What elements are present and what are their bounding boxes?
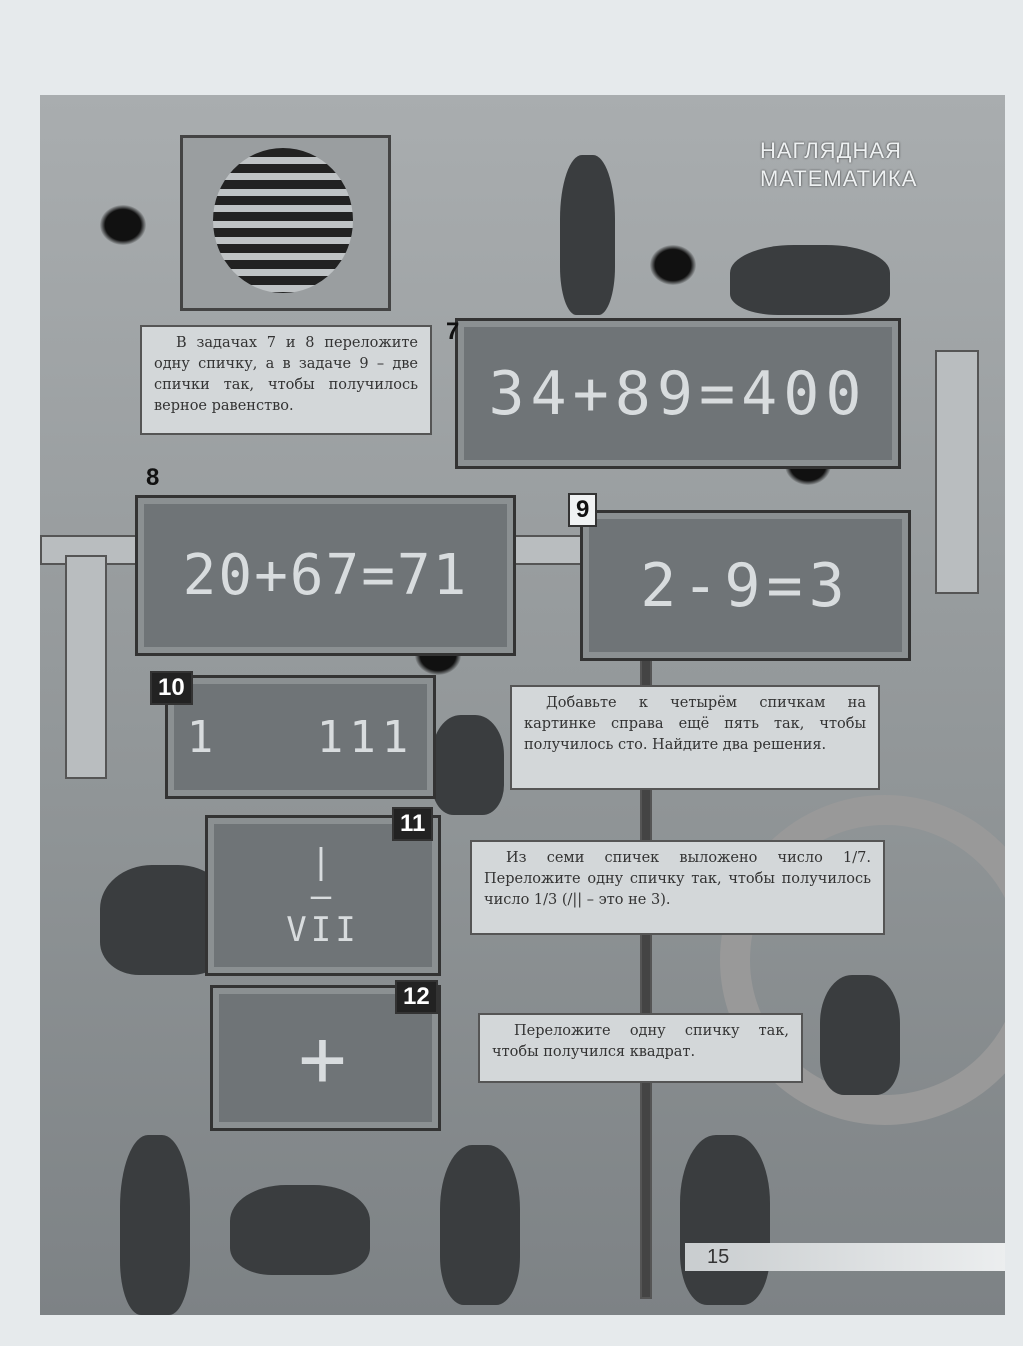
match-expression: +	[298, 1011, 353, 1105]
book-page: НАГЛЯДНАЯ МАТЕМАТИКА В задачах 7 и 8 пер…	[40, 95, 1005, 1315]
soot-creature	[650, 245, 696, 285]
match-expression: 1 111	[186, 711, 415, 763]
gnome-illustration	[440, 1145, 520, 1305]
puzzle-11-note: Из семи спичек выложено число 1/7. Перел…	[470, 840, 885, 935]
puzzle-12-panel: +	[210, 985, 441, 1131]
puzzle-7-panel: 34+89=400	[455, 318, 901, 469]
gnome-illustration	[680, 1135, 770, 1305]
soot-creature	[100, 205, 146, 245]
page-number: 15	[685, 1243, 1005, 1271]
puzzle-9-panel: 2-9=3	[580, 510, 911, 661]
puzzle-number: 12	[395, 980, 438, 1014]
gnome-illustration	[820, 975, 900, 1095]
numerator: |	[310, 841, 336, 882]
gnome-illustration	[560, 155, 615, 315]
puzzle-number: 11	[392, 807, 434, 841]
vent-illustration	[180, 135, 391, 311]
match-expression: 20+67=71	[182, 543, 469, 608]
puzzle-number: 7	[446, 318, 460, 345]
book-title: НАГЛЯДНАЯ МАТЕМАТИКА	[760, 137, 917, 193]
pipe	[65, 555, 107, 779]
title-line: НАГЛЯДНАЯ	[760, 138, 902, 163]
puzzle-number: 8	[146, 464, 160, 491]
pipe	[935, 350, 979, 594]
puzzle-10-note: Добавьте к четырём спичкам на картинке с…	[510, 685, 880, 790]
puzzle-8-panel: 20+67=71	[135, 495, 516, 656]
gnome-illustration	[432, 715, 504, 815]
puzzle-12-note: Переложите одну спичку так, чтобы получи…	[478, 1013, 803, 1083]
gnome-illustration	[230, 1185, 370, 1275]
puzzle-number: 9	[568, 493, 598, 527]
puzzle-number: 10	[150, 671, 193, 705]
denominator: VII	[286, 909, 360, 950]
match-expression: 34+89=400	[488, 358, 868, 429]
fraction-bar: —	[310, 875, 336, 916]
puzzle-10-panel: 1 111	[165, 675, 436, 799]
title-line: МАТЕМАТИКА	[760, 166, 918, 191]
puzzle-11-panel: | — VII	[205, 815, 441, 976]
gnome-illustration	[120, 1135, 190, 1315]
match-expression: 2-9=3	[640, 550, 851, 621]
intro-note: В задачах 7 и 8 переложите одну спичку, …	[140, 325, 432, 435]
gnome-illustration	[730, 245, 890, 315]
